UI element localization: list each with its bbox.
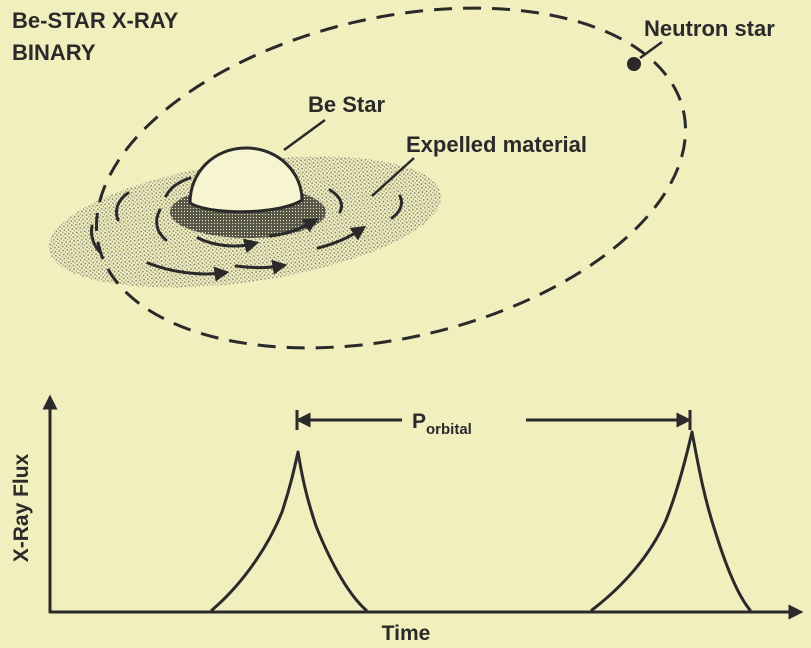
be-star-pointer <box>283 118 326 152</box>
expelled-material-pointer <box>371 157 415 197</box>
swirl-arrow <box>234 259 288 275</box>
neutron-star-label: Neutron star <box>644 16 775 41</box>
swirl-arrow <box>328 188 344 214</box>
swirl-arrow <box>316 225 367 250</box>
swirl-arrow <box>268 218 319 238</box>
neutron-star <box>627 57 641 71</box>
be-star-label: Be Star <box>308 92 385 117</box>
diagram-title-line1: Be-STAR X-RAY <box>12 8 179 33</box>
neutron-star-pointer <box>639 40 663 60</box>
expelled-material-label: Expelled material <box>406 132 587 157</box>
period-label: Porbital <box>412 410 472 438</box>
swirl-arrow <box>114 191 130 222</box>
neutron-star-orbit <box>94 6 688 350</box>
swirl-arrow <box>155 208 168 242</box>
swirl-arrow <box>390 194 404 220</box>
disk-swirl-arrows <box>90 176 404 282</box>
swirl-arrow <box>196 236 260 254</box>
period-symbol: P <box>412 410 426 433</box>
swirl-arrow <box>164 176 192 198</box>
period-subscript: orbital <box>426 421 472 438</box>
swirl-arrow <box>146 261 230 282</box>
x-axis-label: Time <box>382 622 431 645</box>
flux-peak-1 <box>210 450 368 612</box>
be-star <box>188 146 304 214</box>
diagram-title-line2: BINARY <box>12 40 96 65</box>
flux-peak-2 <box>590 430 752 612</box>
y-axis-label: X-Ray Flux <box>10 453 33 562</box>
swirl-arrow <box>90 224 102 254</box>
